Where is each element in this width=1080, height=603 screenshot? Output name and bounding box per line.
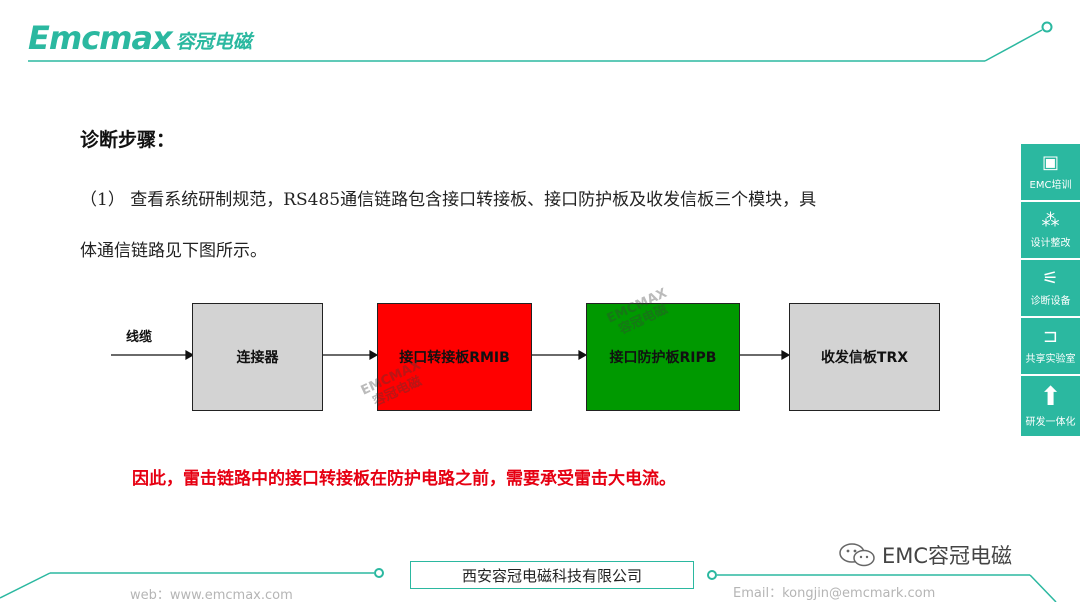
logo-text-en: Emcmax — [28, 19, 173, 57]
side-item-label: EMC培训 — [1029, 180, 1072, 191]
block-connector: 连接器 — [192, 303, 323, 411]
diagram-arrows — [111, 349, 791, 361]
side-item-diagnosis-equipment[interactable]: ⚟ 诊断设备 — [1021, 260, 1080, 316]
wechat-watermark: EMC容冠电磁 — [838, 540, 1012, 570]
side-item-label: 共享实验室 — [1025, 354, 1076, 365]
company-name-box: 西安容冠电磁科技有限公司 — [410, 561, 694, 589]
section-heading: 诊断步骤： — [80, 129, 176, 151]
lab-icon: ⊐ — [1042, 326, 1059, 347]
side-nav: ▣ EMC培训 ⁂ 设计整改 ⚟ 诊断设备 ⊐ 共享实验室 ⬆ 研发一体化 — [1021, 144, 1080, 438]
body-paragraph: （1） 查看系统研制规范，RS485通信链路包含接口转接板、接口防护板及收发信板… — [80, 175, 960, 277]
block-interface-protection-board: 接口防护板RIPB — [586, 303, 740, 411]
website-text: web：www.emcmax.com — [130, 588, 293, 603]
wechat-account-name: EMC容冠电磁 — [882, 544, 1013, 568]
brand-logo: Emcmax 容冠电磁 — [28, 19, 252, 57]
email-text: Email：kongjin@emcmark.com — [733, 586, 936, 601]
diagnosis-icon: ⚟ — [1042, 268, 1059, 289]
logo-text-cn: 容冠电磁 — [175, 30, 252, 53]
side-item-rd-integration[interactable]: ⬆ 研发一体化 — [1021, 376, 1080, 436]
wechat-icon — [839, 543, 875, 567]
conclusion-note: 因此，雷击链路中的接口转接板在防护电路之前，需要承受雷击大电流。 — [132, 469, 676, 489]
design-icon: ⁂ — [1041, 210, 1060, 231]
side-item-label: 设计整改 — [1030, 238, 1071, 249]
side-item-emc-training[interactable]: ▣ EMC培训 — [1021, 144, 1080, 200]
cable-label: 线缆 — [126, 330, 153, 345]
side-item-label: 诊断设备 — [1030, 296, 1071, 307]
side-item-label: 研发一体化 — [1025, 417, 1076, 428]
block-interface-adapter-board: 接口转接板RMIB — [377, 303, 532, 411]
side-item-design-rectification[interactable]: ⁂ 设计整改 — [1021, 202, 1080, 258]
paragraph-line-1: （1） 查看系统研制规范，RS485通信链路包含接口转接板、接口防护板及收发信板… — [80, 190, 817, 210]
training-icon: ▣ — [1041, 152, 1059, 173]
arrow-up-icon: ⬆ — [1039, 382, 1062, 412]
paragraph-line-2: 体通信链路见下图所示。 — [80, 241, 267, 261]
side-item-shared-lab[interactable]: ⊐ 共享实验室 — [1021, 318, 1080, 374]
block-transceiver-board: 收发信板TRX — [789, 303, 940, 411]
